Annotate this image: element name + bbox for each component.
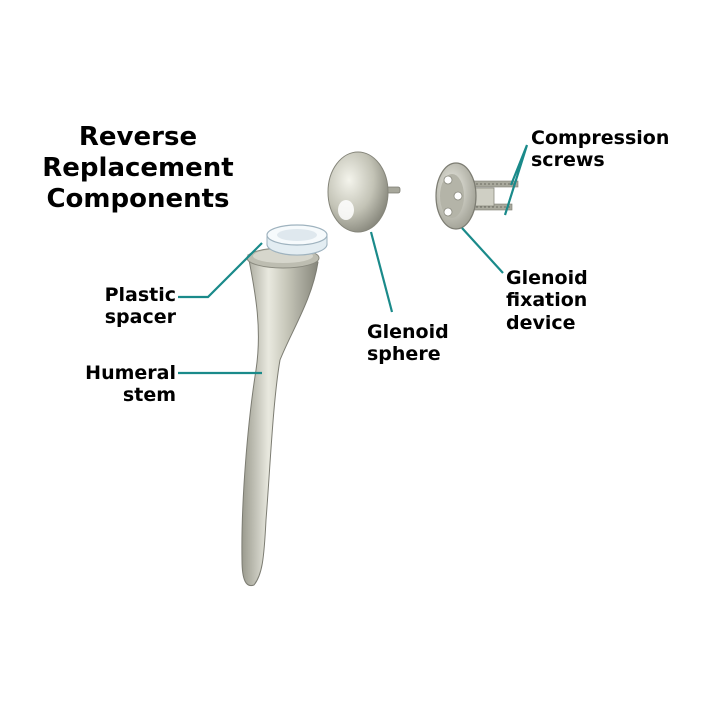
label-humeral-stem: Humeral stem: [85, 362, 176, 407]
title-line: Replacement: [42, 153, 234, 184]
leader-glenoid-fixation: [461, 227, 504, 274]
leader-glenoid-sphere: [369, 231, 394, 313]
leader-lines: [178, 144, 529, 375]
glenoid-sphere-shape: [327, 151, 401, 233]
label-glenoid-sphere: Glenoid sphere: [367, 321, 449, 366]
humeral-stem-shape: [241, 247, 320, 587]
diagram-title: Reverse Replacement Components: [40, 122, 236, 216]
leader-plastic-spacer: [178, 242, 263, 299]
plastic-spacer-shape: [266, 224, 328, 256]
title-line: Reverse: [78, 122, 198, 152]
leader-compression-screws: [503, 144, 529, 216]
label-compression-screws: Compression screws: [531, 127, 670, 172]
title-line: Components: [46, 184, 230, 215]
label-plastic-spacer: Plastic spacer: [104, 284, 176, 329]
glenoid-fixation-shape: [435, 162, 519, 230]
label-glenoid-fixation-device: Glenoid fixation device: [506, 267, 588, 334]
